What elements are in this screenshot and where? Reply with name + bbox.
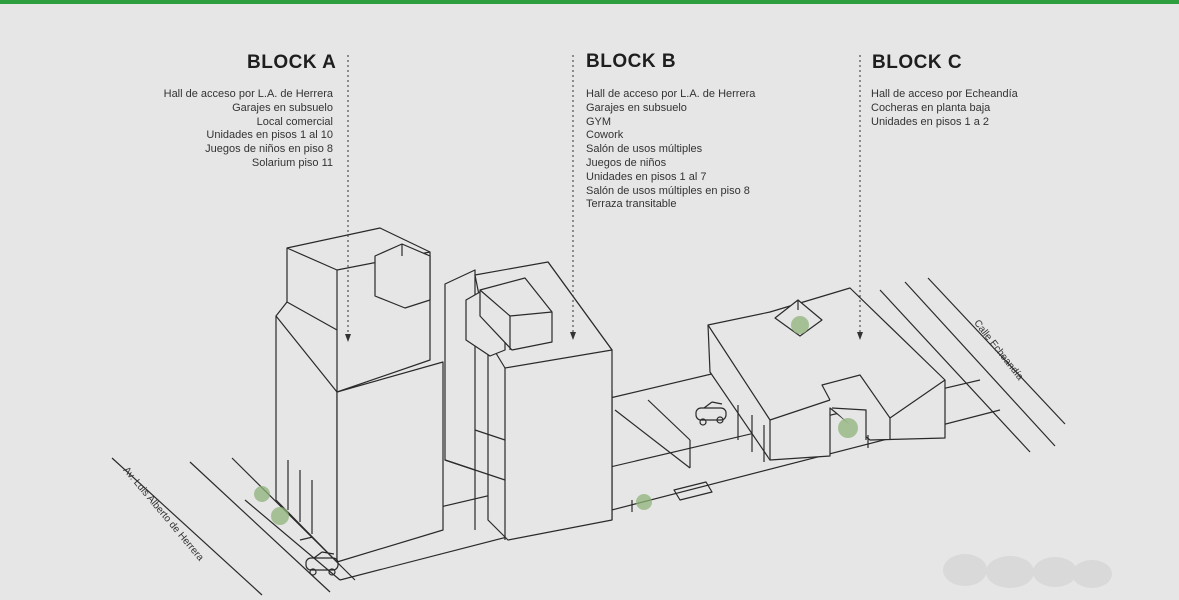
block-c-feature: Cocheras en planta baja bbox=[871, 101, 991, 114]
block-b-feature: Cowork bbox=[586, 129, 624, 142]
block-a-feature: Local comercial bbox=[256, 115, 333, 128]
block-a-building bbox=[275, 227, 444, 563]
block-c-features: Hall de acceso por Echeandía Cocheras en… bbox=[871, 88, 1018, 129]
block-c-feature: Hall de acceso por Echeandía bbox=[871, 88, 1018, 100]
block-a-feature: Hall de acceso por L.A. de Herrera bbox=[163, 88, 333, 100]
block-a-features: Hall de acceso por L.A. de Herrera Garaj… bbox=[164, 88, 333, 171]
block-b-features: Hall de acceso por L.A. de Herrera Garaj… bbox=[586, 88, 755, 212]
top-accent-bar bbox=[0, 0, 1179, 4]
block-c-title: BLOCK C bbox=[872, 52, 963, 73]
block-b-feature: Juegos de niños bbox=[586, 156, 667, 169]
car-icon bbox=[695, 401, 727, 426]
block-a-feature: Juegos de niños en piso 8 bbox=[205, 143, 333, 156]
vegetation bbox=[254, 316, 858, 525]
block-b-feature: Hall de acceso por L.A. de Herrera bbox=[586, 88, 756, 100]
block-b-feature: Terraza transitable bbox=[586, 198, 677, 211]
bench-icon bbox=[673, 481, 713, 501]
right-street-lines bbox=[879, 277, 1066, 453]
block-b-feature: Unidades en pisos 1 al 7 bbox=[586, 170, 707, 183]
watermark bbox=[943, 554, 1112, 588]
block-c-feature: Unidades en pisos 1 a 2 bbox=[871, 115, 990, 128]
leader-arrow-heads bbox=[345, 332, 863, 342]
block-b-feature: Salón de usos múltiples bbox=[586, 143, 703, 156]
block-a-feature: Unidades en pisos 1 al 10 bbox=[206, 129, 333, 142]
block-b-title: BLOCK B bbox=[586, 51, 677, 72]
block-b-feature: Salón de usos múltiples en piso 8 bbox=[586, 184, 750, 197]
block-b-building bbox=[444, 261, 613, 541]
block-c-building bbox=[707, 287, 946, 462]
block-b-feature: Garajes en subsuelo bbox=[586, 101, 687, 114]
block-a-feature: Solarium piso 11 bbox=[251, 156, 333, 169]
block-a-title: BLOCK A bbox=[247, 52, 337, 73]
block-a-feature: Garajes en subsuelo bbox=[232, 101, 333, 114]
leader-lines bbox=[347, 55, 861, 336]
block-b-feature: GYM bbox=[586, 115, 612, 128]
car-icon bbox=[305, 551, 339, 576]
